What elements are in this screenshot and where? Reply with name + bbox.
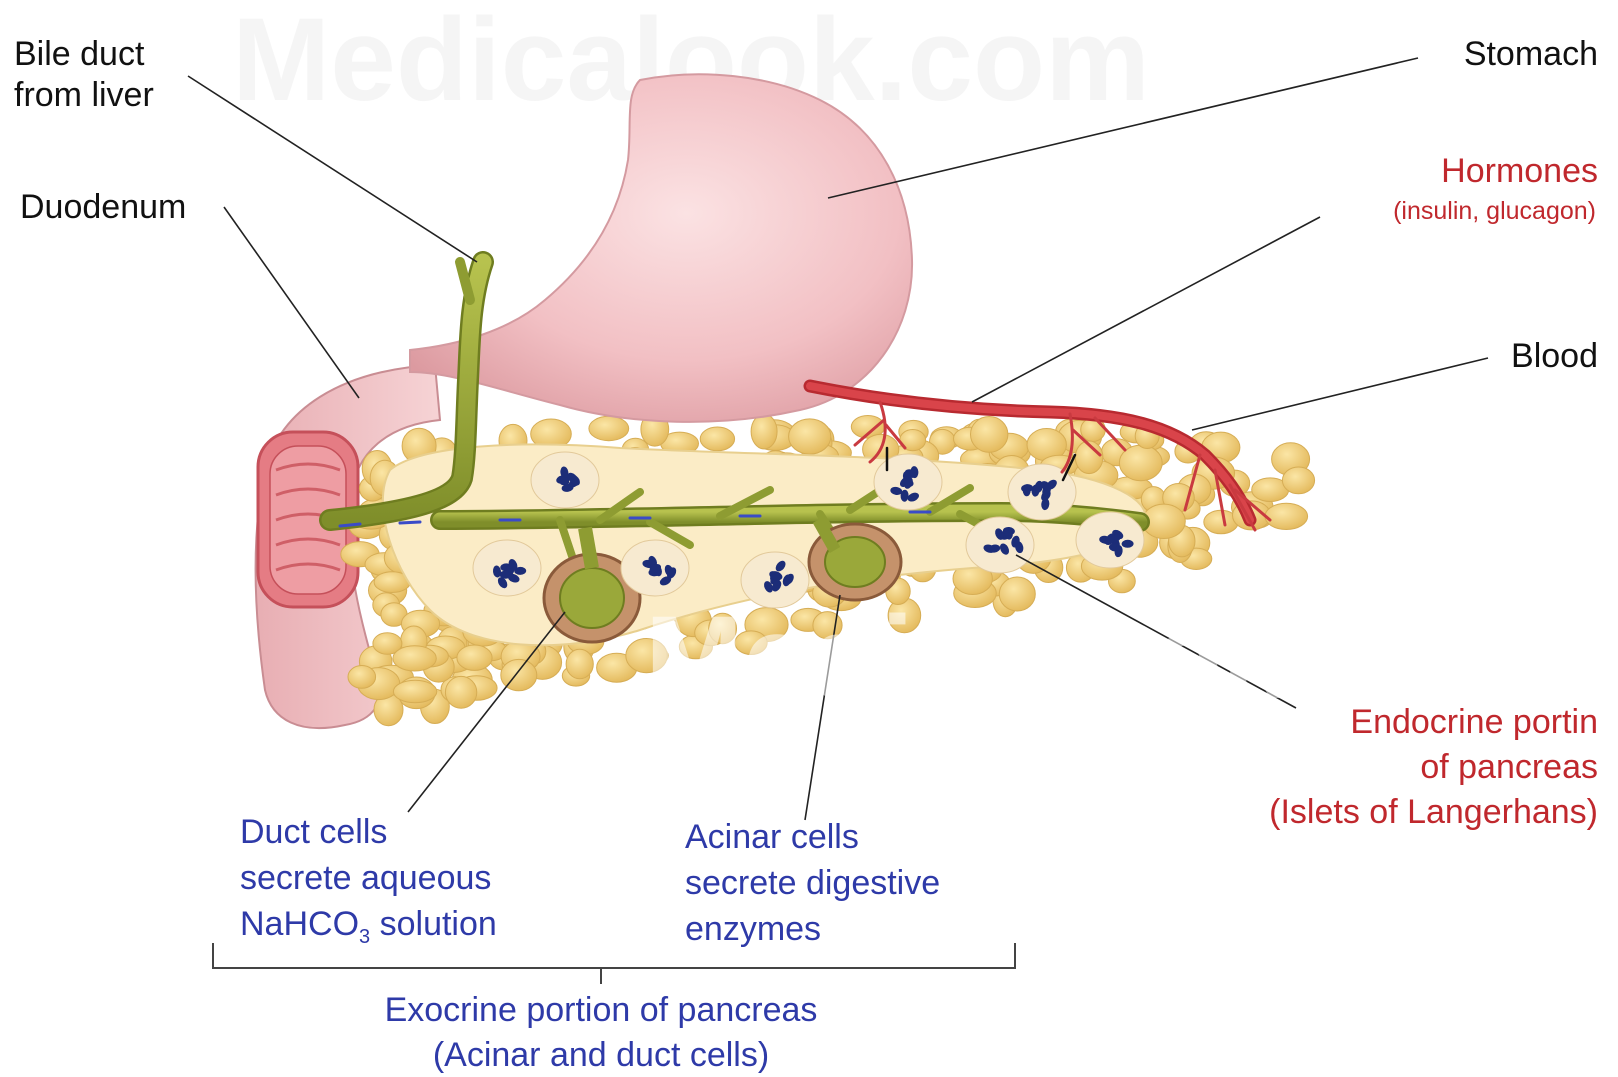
lobule (589, 416, 629, 440)
label-duct-cells-line-1: Duct cells (240, 810, 497, 856)
label-bile-duct-line-2: from liver (14, 75, 154, 116)
label-acinar-cells-line-1: Acinar cells (685, 815, 940, 861)
lobule (457, 645, 492, 670)
label-exocrine: Exocrine portion of pancreas (Acinar and… (271, 988, 931, 1077)
formula-base: NaHCO (240, 905, 359, 943)
lobule (393, 646, 436, 671)
label-acinar-cells-line-2: secrete digestive (685, 861, 940, 907)
formula-subscript: 3 (359, 926, 370, 948)
label-stomach: Stomach (1464, 34, 1598, 75)
label-acinar-cells-line-3: enzymes (685, 907, 940, 953)
label-duct-cells: Duct cells secrete aqueous NaHCO3 soluti… (240, 810, 497, 951)
lobule (700, 427, 734, 451)
label-hormones-detail: (insulin, glucagon) (1393, 196, 1596, 226)
islet (874, 454, 942, 510)
islet (966, 517, 1034, 573)
stomach-shape (410, 74, 912, 422)
formula-suffix: solution (370, 905, 497, 943)
lobule (348, 666, 376, 689)
lobule (566, 649, 593, 679)
lobule (971, 417, 1008, 453)
label-endocrine-line-1: Endocrine portin (1269, 700, 1598, 745)
lobule (1265, 503, 1308, 529)
label-hormones: Hormones (1441, 151, 1598, 192)
label-exocrine-line-1: Exocrine portion of pancreas (271, 988, 931, 1033)
label-duct-cells-line-3: NaHCO3 solution (240, 902, 497, 951)
islet (621, 540, 689, 596)
label-duct-cells-line-2: secrete aqueous (240, 856, 497, 902)
lobule (445, 676, 476, 708)
label-endocrine-line-3: (Islets of Langerhans) (1269, 790, 1598, 835)
label-acinar-cells: Acinar cells secrete digestive enzymes (685, 815, 940, 953)
label-bile-duct-line-1: Bile duct (14, 34, 154, 75)
label-bile-duct: Bile duct from liver (14, 34, 154, 116)
lobule (789, 419, 831, 454)
lobule (751, 414, 777, 449)
label-endocrine: Endocrine portin of pancreas (Islets of … (1269, 700, 1598, 836)
label-duodenum: Duodenum (20, 187, 186, 228)
label-exocrine-line-2: (Acinar and duct cells) (271, 1033, 931, 1077)
label-endocrine-line-2: of pancreas (1269, 745, 1598, 790)
label-blood: Blood (1511, 336, 1598, 377)
islet (531, 452, 599, 508)
lobule (393, 680, 436, 703)
islet (1076, 512, 1144, 568)
islet (473, 540, 541, 596)
lobule (1282, 467, 1314, 494)
